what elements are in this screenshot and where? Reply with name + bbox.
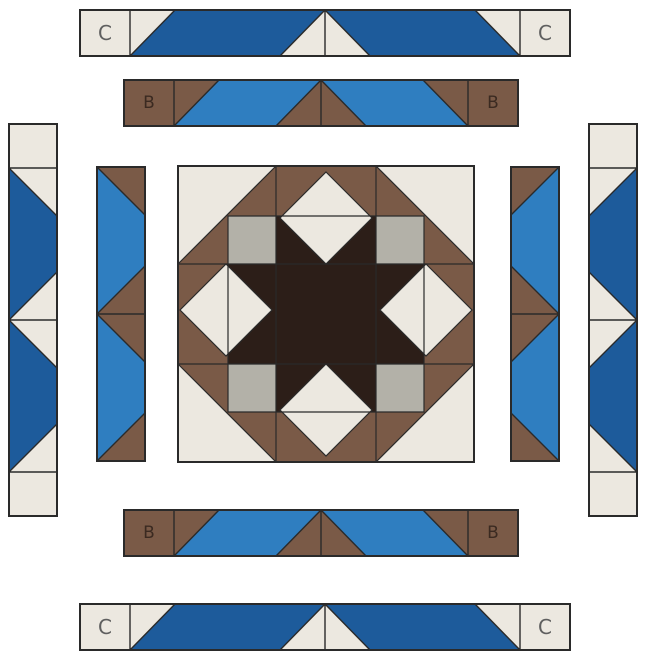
- left-inner-border-strip: [97, 167, 145, 461]
- center-star-block: [178, 166, 474, 462]
- label-c-bottom-right: C: [538, 615, 552, 639]
- label-b-bottom-left: B: [143, 523, 155, 543]
- label-c-top-left: C: [98, 21, 112, 45]
- top-inner-border-strip: [124, 80, 518, 126]
- right-outer-border-strip: [589, 124, 637, 516]
- label-b-bottom-right: B: [487, 523, 499, 543]
- label-c-bottom-left: C: [98, 615, 112, 639]
- bottom-inner-border-strip: [124, 510, 518, 556]
- label-b-top-right: B: [487, 93, 499, 113]
- label-b-top-left: B: [143, 93, 155, 113]
- top-outer-border-strip: [80, 10, 570, 56]
- left-outer-border-strip: [9, 124, 57, 516]
- right-inner-border-strip: [511, 167, 559, 461]
- bottom-outer-border-strip: [80, 604, 570, 650]
- label-c-top-right: C: [538, 21, 552, 45]
